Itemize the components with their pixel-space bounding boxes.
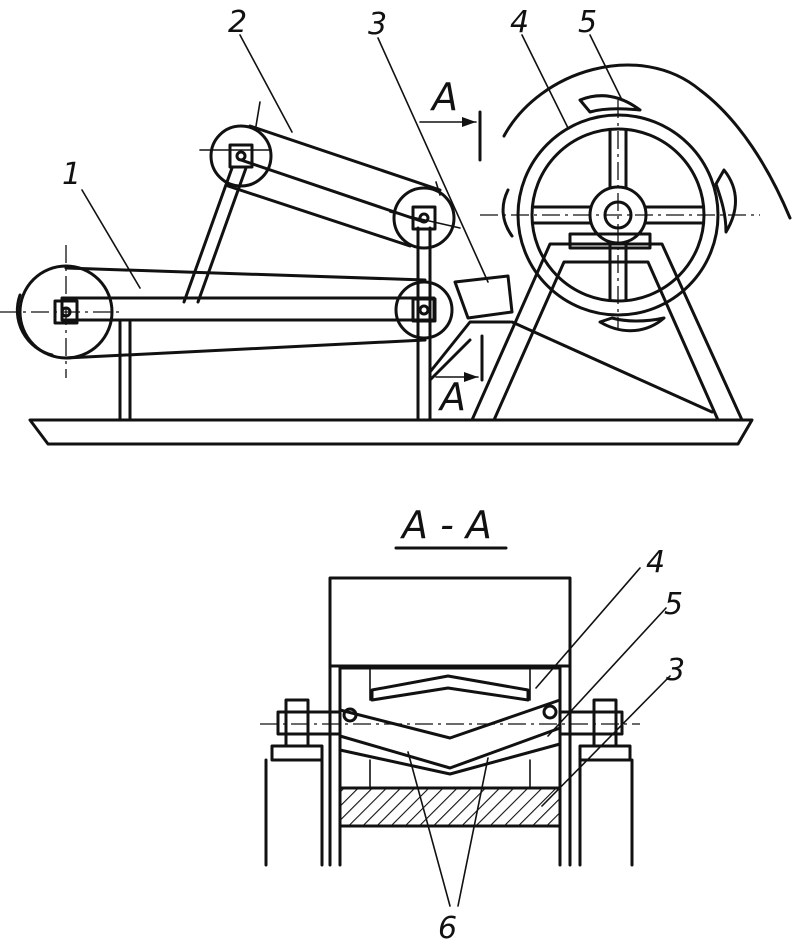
leader-lines-top (81, 34, 623, 289)
rotor-wheel (480, 100, 760, 330)
section-label-4: 4 (646, 545, 665, 580)
drive-frame (182, 101, 461, 422)
label-2: 2 (228, 5, 247, 40)
left-bearing (270, 698, 324, 762)
section-label-5: 5 (664, 587, 683, 622)
section-view: A - A (260, 503, 685, 943)
section-letter-top: A (429, 75, 458, 119)
label-5: 5 (578, 5, 597, 40)
side-view: A A (0, 5, 792, 446)
section-marker-bottom: A (435, 334, 484, 419)
section-label-3: 3 (666, 653, 685, 688)
left-pulley (0, 245, 120, 378)
label-1: 1 (62, 157, 81, 192)
label-3: 3 (368, 7, 387, 42)
section-marker-top: A (419, 75, 482, 162)
belt-conveyor (60, 266, 436, 422)
base-skid (28, 418, 754, 446)
section-label-6: 6 (438, 911, 457, 943)
hatched-bed (338, 786, 562, 828)
section-upper-box (328, 576, 572, 668)
right-bearing (578, 698, 632, 762)
rotor-guard (502, 63, 792, 220)
rotor-knives (501, 94, 737, 333)
a-frame-support (470, 232, 744, 422)
section-letter-bottom: A (437, 375, 466, 419)
section-title: A - A (399, 503, 492, 547)
label-4: 4 (510, 5, 529, 40)
chute (428, 274, 514, 382)
